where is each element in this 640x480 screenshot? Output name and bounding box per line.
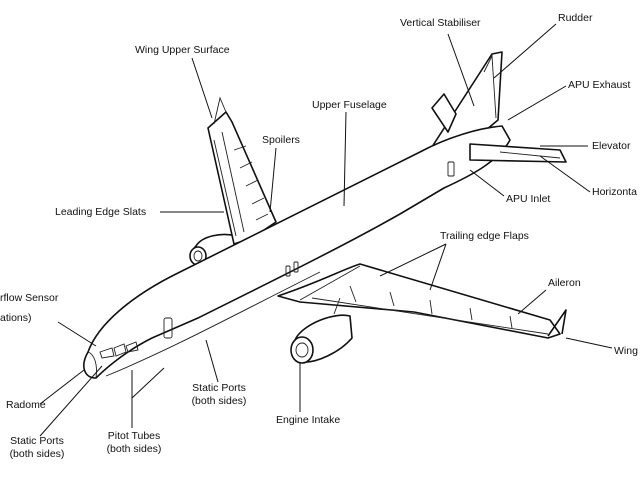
label-pitot-tubes-line2: (both sides) xyxy=(106,443,162,455)
leader-lines xyxy=(39,23,613,437)
label-spoilers: Spoilers xyxy=(262,134,300,146)
label-static-ports-front-line1: Static Ports xyxy=(10,435,64,447)
label-upper-fuselage: Upper Fuselage xyxy=(312,99,387,111)
right-wing xyxy=(277,263,567,339)
label-wing: Wing xyxy=(614,345,638,357)
label-aileron: Aileron xyxy=(548,277,581,289)
label-static-ports-mid: Static Ports (both sides) xyxy=(184,382,254,408)
label-apu-inlet: APU Inlet xyxy=(506,193,551,205)
label-radome: Radome xyxy=(6,399,46,411)
label-elevator: Elevator xyxy=(592,140,631,152)
label-apu-exhaust: APU Exhaust xyxy=(568,79,631,91)
label-engine-intake: Engine Intake xyxy=(276,414,341,426)
label-leading-edge-slats: Leading Edge Slats xyxy=(55,206,147,218)
label-vertical-stabiliser: Vertical Stabiliser xyxy=(400,17,481,29)
label-airflow-sensor: rflow Sensor xyxy=(0,292,59,304)
fuselage xyxy=(83,125,511,379)
vertical-stabiliser xyxy=(429,51,503,151)
horizontal-stabiliser xyxy=(469,143,567,163)
label-static-ports-front-line2: (both sides) xyxy=(9,448,65,460)
label-pitot-tubes-line1: Pitot Tubes xyxy=(107,430,161,442)
right-engine xyxy=(290,297,353,364)
label-static-ports-front: Static Ports (both sides) xyxy=(2,435,72,461)
label-airflow-sensor-locations: ations) xyxy=(0,312,32,324)
label-pitot-tubes: Pitot Tubes (both sides) xyxy=(98,430,170,456)
label-static-ports-mid-line2: (both sides) xyxy=(191,395,247,407)
label-horizontal: Horizonta xyxy=(592,186,637,198)
label-trailing-edge-flaps: Trailing edge Flaps xyxy=(440,230,529,242)
left-wing xyxy=(207,96,277,245)
label-rudder: Rudder xyxy=(558,12,593,24)
label-wing-upper-surface: Wing Upper Surface xyxy=(135,44,230,56)
label-static-ports-mid-line1: Static Ports xyxy=(192,382,246,394)
